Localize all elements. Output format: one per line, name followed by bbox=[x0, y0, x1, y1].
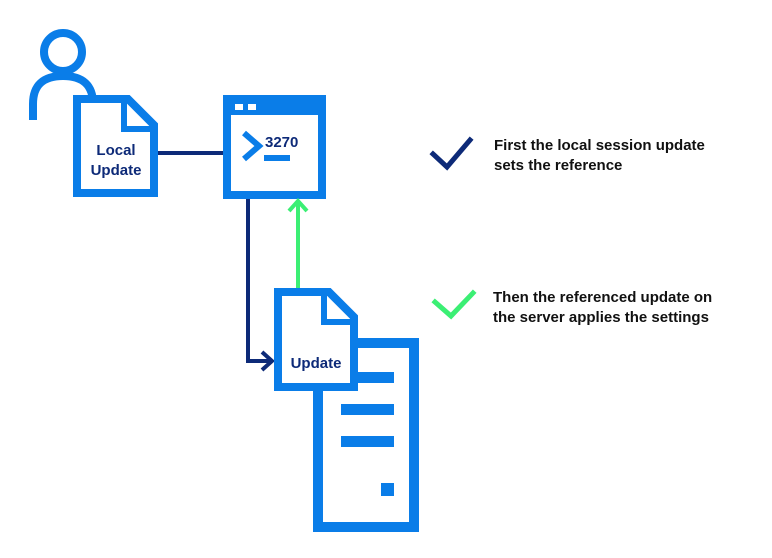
terminal-label: 3270 bbox=[265, 134, 299, 151]
local-update-label-line1: Local bbox=[96, 142, 136, 159]
first-step-note-line2: sets the reference bbox=[494, 157, 623, 174]
dark-check-icon bbox=[429, 136, 474, 171]
local-update-document-icon bbox=[73, 95, 158, 197]
green-check-icon bbox=[431, 289, 477, 320]
terminal-window-icon bbox=[223, 95, 326, 199]
local-update-label: Local Update bbox=[80, 141, 152, 181]
second-step-note: Then the referenced update on the server… bbox=[493, 288, 712, 328]
prompt-cursor-icon bbox=[264, 155, 290, 161]
second-step-note-line1: Then the referenced update on bbox=[493, 289, 713, 306]
arrow-update-to-terminal bbox=[287, 198, 309, 288]
first-step-note-line1: First the local session update bbox=[494, 137, 705, 154]
arrow-terminal-to-update bbox=[246, 199, 275, 372]
update-label: Update bbox=[290, 355, 342, 372]
first-step-note: First the local session update sets the … bbox=[494, 136, 705, 176]
user-icon bbox=[29, 29, 97, 120]
prompt-chevron-icon bbox=[242, 130, 264, 162]
local-update-label-line2: Update bbox=[90, 162, 142, 179]
update-document-icon bbox=[274, 288, 358, 391]
second-step-note-line2: the server applies the settings bbox=[493, 309, 709, 326]
